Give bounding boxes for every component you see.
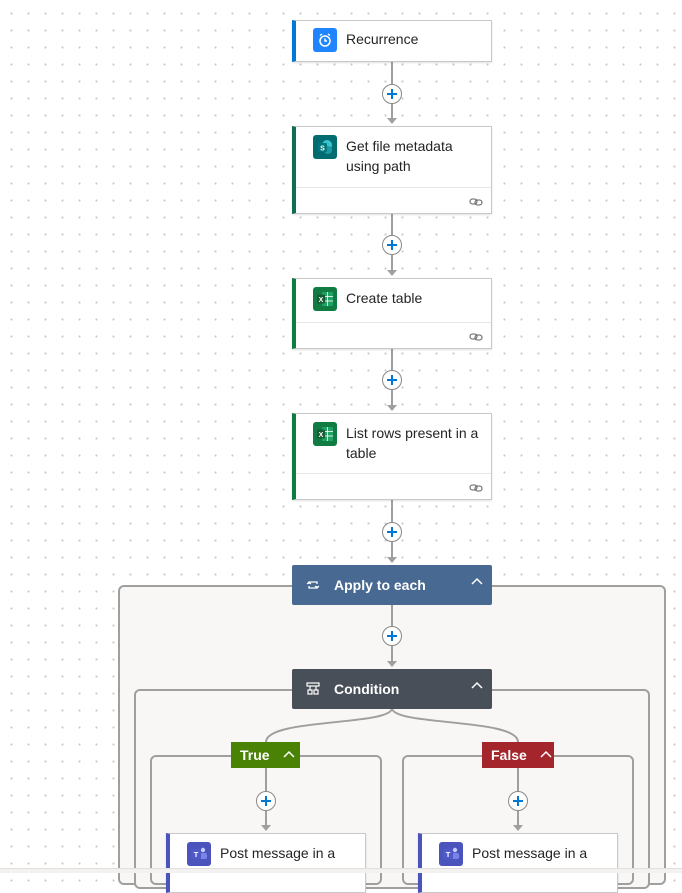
condition-icon — [306, 682, 320, 696]
connector-line — [391, 348, 393, 370]
excel-icon: X — [313, 287, 337, 311]
svg-text:S: S — [320, 146, 325, 153]
connector-line — [391, 213, 393, 235]
chevron-up-icon[interactable] — [470, 679, 484, 696]
chevron-up-icon[interactable] — [282, 748, 296, 762]
svg-text:T: T — [446, 850, 451, 859]
insert-step-button[interactable] — [256, 791, 276, 811]
canvas-bottom-edge — [0, 868, 682, 873]
connector-line — [391, 61, 393, 84]
connector-line — [391, 605, 393, 626]
step-card-create-table[interactable]: X Create table — [292, 278, 492, 349]
chevron-up-icon[interactable] — [470, 575, 484, 592]
connection-link-icon[interactable] — [469, 329, 483, 347]
sharepoint-icon: S — [313, 135, 337, 159]
teams-icon: T — [187, 842, 211, 866]
svg-text:X: X — [319, 297, 324, 304]
insert-step-button[interactable] — [382, 370, 402, 390]
excel-icon: X — [313, 422, 337, 446]
connector-line — [391, 646, 393, 661]
step-title: Recurrence — [346, 31, 419, 47]
step-card-recurrence[interactable]: Recurrence — [292, 20, 492, 62]
chevron-up-icon[interactable] — [539, 748, 553, 762]
step-card-post-message-false[interactable]: T Post message in a — [418, 833, 618, 893]
insert-step-button[interactable] — [382, 626, 402, 646]
step-title: Post message in a — [220, 845, 336, 861]
step-footer — [296, 187, 491, 213]
connector-line — [391, 104, 393, 118]
connector-line — [391, 255, 393, 270]
branch-title: False — [491, 747, 527, 763]
step-card-list-rows[interactable]: X List rows present in a table — [292, 413, 492, 500]
connector-line — [391, 542, 393, 557]
step-title: Create table — [346, 290, 423, 306]
loop-icon — [306, 579, 320, 591]
svg-text:T: T — [194, 850, 199, 859]
apply-to-each-header[interactable]: Apply to each — [292, 565, 492, 605]
svg-text:X: X — [319, 432, 324, 439]
connection-link-icon[interactable] — [469, 194, 483, 212]
step-title: Get file metadata using path — [346, 138, 453, 174]
step-footer — [296, 473, 491, 499]
insert-step-button[interactable] — [382, 84, 402, 104]
false-branch-label[interactable]: False — [482, 742, 554, 768]
connector-line — [391, 390, 393, 405]
connector-arrow — [387, 405, 397, 411]
branch-connectors — [261, 707, 523, 831]
insert-step-button[interactable] — [382, 235, 402, 255]
step-card-get-file-metadata[interactable]: S Get file metadata using path — [292, 126, 492, 214]
step-title: Post message in a — [472, 845, 588, 861]
connector-line — [391, 499, 393, 522]
scope-title: Apply to each — [334, 577, 426, 593]
step-footer — [296, 322, 491, 348]
connector-arrow — [387, 270, 397, 276]
step-card-post-message-true[interactable]: T Post message in a — [166, 833, 366, 893]
connection-link-icon[interactable] — [469, 480, 483, 498]
connector-arrow — [387, 661, 397, 667]
alarm-clock-icon — [313, 28, 337, 52]
teams-icon: T — [439, 842, 463, 866]
branch-title: True — [240, 747, 270, 763]
condition-header[interactable]: Condition — [292, 669, 492, 709]
connector-arrow — [387, 557, 397, 563]
connector-arrow — [387, 118, 397, 124]
true-branch-label[interactable]: True — [231, 742, 300, 768]
scope-title: Condition — [334, 681, 400, 697]
insert-step-button[interactable] — [508, 791, 528, 811]
insert-step-button[interactable] — [382, 522, 402, 542]
step-title: List rows present in a table — [346, 425, 479, 461]
